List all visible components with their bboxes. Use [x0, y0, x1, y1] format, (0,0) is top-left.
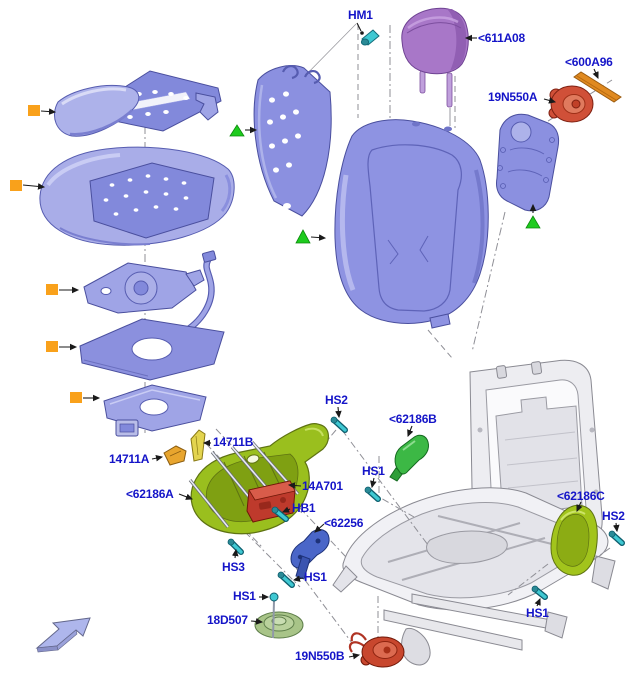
- marker-leaders: [22, 108, 537, 402]
- green-triangle-icon: [295, 229, 311, 244]
- callout-14711b[interactable]: 14711B: [213, 435, 254, 449]
- shield-bolts: [188, 440, 300, 529]
- hm1-pin: [360, 29, 380, 46]
- screw-hs1-bottom-right: [531, 585, 548, 600]
- callout-hs1-bottom1[interactable]: HS1: [304, 570, 327, 584]
- seat-swivel-plate: [83, 262, 205, 314]
- motor-19n550b: [348, 632, 405, 668]
- callout-14711a[interactable]: 14711A: [109, 452, 150, 466]
- callout-hs1-bottom-right[interactable]: HS1: [526, 606, 549, 620]
- clip-14711a: [163, 445, 187, 466]
- callout-14a701[interactable]: 14A701: [302, 479, 343, 493]
- orange-square-markers: [10, 105, 82, 403]
- clip-14711b: [190, 429, 206, 462]
- orange-square-icon: [28, 105, 40, 116]
- cushion-bolster-pad: [54, 84, 140, 137]
- seat-mat: [79, 318, 225, 381]
- fasteners: [227, 416, 625, 600]
- green-triangle-icon: [525, 215, 541, 229]
- callout-hs3[interactable]: HS3: [222, 560, 245, 574]
- callout-hs1-mid[interactable]: HS1: [362, 464, 385, 478]
- callout-600a96[interactable]: <600A96: [565, 55, 613, 69]
- quantity-markers: [10, 105, 541, 403]
- callout-hs2-right[interactable]: HS2: [602, 509, 625, 523]
- bracket-62186b: [389, 434, 429, 482]
- callout-leaders: [151, 22, 620, 660]
- seat-frame: [332, 359, 616, 666]
- back-panel: [253, 65, 332, 217]
- screw-hs1-bottom1: [277, 571, 295, 588]
- pin-hs1: [269, 592, 279, 639]
- screw-hs1-mid: [364, 486, 381, 502]
- bracket-62256: [290, 529, 330, 580]
- motor-19n550a: [548, 85, 594, 123]
- orange-square-icon: [70, 392, 82, 403]
- spring-18d507: [254, 611, 304, 639]
- seat-base-plate: [103, 384, 207, 437]
- lumbar-panel: [496, 113, 560, 212]
- shield-62186c: [550, 504, 598, 576]
- trim-strip-600a96: [573, 71, 622, 103]
- green-triangle-markers: [229, 124, 541, 244]
- callout-hs1-bottom2[interactable]: HS1: [233, 589, 256, 603]
- orange-square-icon: [10, 180, 22, 191]
- orange-square-icon: [46, 284, 58, 295]
- green-triangle-icon: [229, 124, 245, 137]
- callout-611a08[interactable]: <611A08: [478, 31, 525, 45]
- screw-hs2-right: [608, 530, 625, 546]
- callout-62186a[interactable]: <62186A: [126, 487, 174, 501]
- headrest-611a08: [401, 7, 469, 126]
- callout-62186c[interactable]: <62186C: [557, 489, 605, 503]
- front-direction-arrow-icon: [35, 617, 91, 653]
- orange-square-icon: [46, 341, 58, 352]
- callout-62186b[interactable]: <62186B: [389, 412, 437, 426]
- callout-hm1[interactable]: HM1: [348, 8, 373, 22]
- screw-hb1: [271, 506, 289, 522]
- callout-hs2-top[interactable]: HS2: [325, 393, 348, 407]
- callout-19n550b[interactable]: 19N550B: [295, 649, 345, 663]
- callout-hb1[interactable]: HB1: [292, 501, 316, 515]
- wire-harness: [178, 250, 217, 337]
- screw-hs2-top: [330, 416, 348, 433]
- screw-hs3: [227, 538, 244, 555]
- backrest-foam: [334, 119, 489, 329]
- callout-19n550a[interactable]: 19N550A: [488, 90, 538, 104]
- seat-cushion-foam: [39, 146, 235, 246]
- callout-18d507[interactable]: 18D507: [207, 613, 248, 627]
- callout-62256[interactable]: <62256: [324, 516, 364, 530]
